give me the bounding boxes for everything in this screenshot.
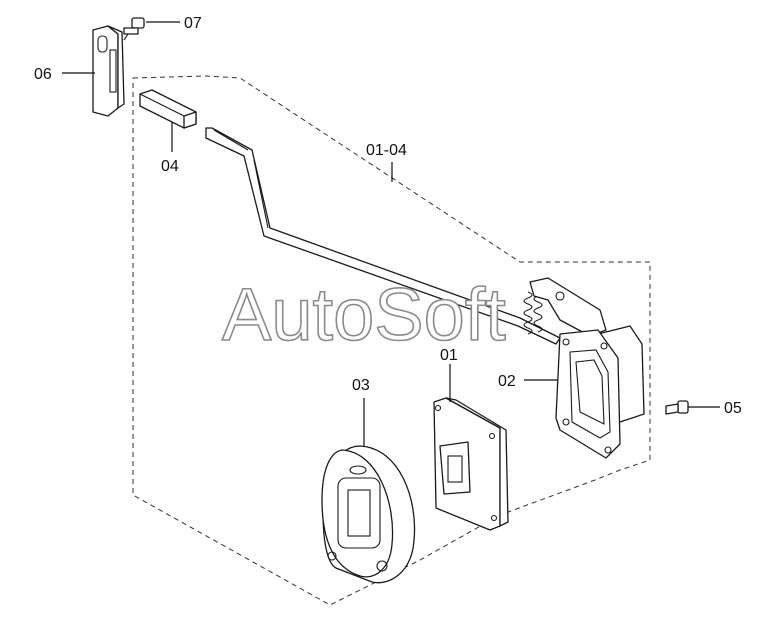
part-07-screw bbox=[123, 17, 145, 41]
part-05-screw bbox=[665, 400, 689, 415]
watermark: AutoSoft bbox=[222, 273, 506, 356]
part-02-housing bbox=[555, 325, 645, 459]
label-07: 07 bbox=[184, 15, 202, 32]
part-04-cap bbox=[139, 89, 197, 129]
label-04: 04 bbox=[161, 158, 179, 175]
part-03-grommet bbox=[321, 445, 416, 584]
label-01: 01 bbox=[440, 347, 458, 364]
label-01-04: 01-04 bbox=[366, 142, 407, 159]
label-03: 03 bbox=[352, 377, 370, 394]
label-02: 02 bbox=[498, 373, 516, 390]
label-06: 06 bbox=[34, 66, 52, 83]
assembly-boundary bbox=[132, 75, 651, 606]
label-05: 05 bbox=[724, 400, 742, 417]
part-06-bracket bbox=[92, 25, 125, 117]
pedal-rod bbox=[205, 127, 561, 345]
part-01-sensor-plate bbox=[433, 397, 509, 531]
